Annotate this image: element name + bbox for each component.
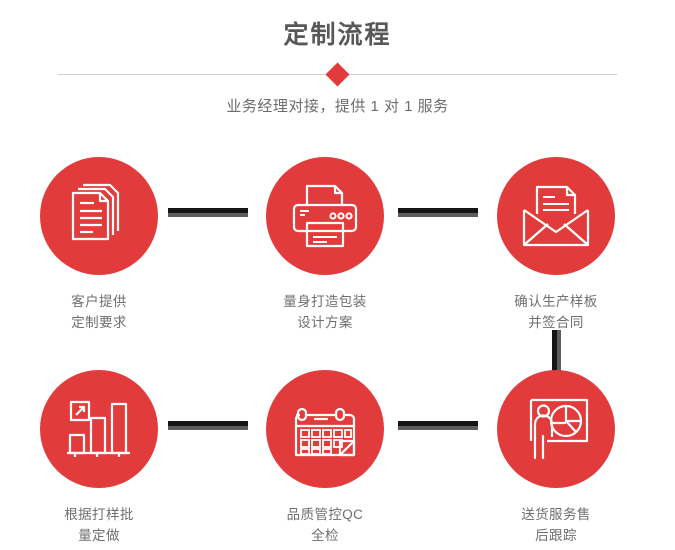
step-1[interactable]: 客户提供 定制要求 [19,157,179,333]
documents-stack-icon [71,183,120,241]
connector-step1-step2 [168,208,248,217]
connector-shadow [168,426,248,430]
step-4-circle[interactable] [40,370,158,488]
diamond-icon [325,61,350,87]
calendar-icon [294,407,356,457]
connector-shadow [168,213,248,217]
step-3[interactable]: 确认生产样板 并签合同 [476,157,636,333]
connector-step5-step6 [398,421,478,430]
step-2-circle[interactable] [266,157,384,275]
connector-shadow [557,330,561,372]
step-6-caption: 送货服务售 后跟踪 [521,507,591,543]
step-3-caption: 确认生产样板 并签合同 [514,294,598,330]
connector-shadow [398,213,478,217]
step-1-circle[interactable] [40,157,158,275]
step-5-caption: 品质管控QC 全检 [286,507,364,543]
printer-icon [292,184,358,248]
bar-chart-growth-icon [67,400,130,457]
connector-step3-step6 [552,330,561,372]
step-4[interactable]: 根据打样批 量定做 [19,370,179,546]
step-1-caption: 客户提供 定制要求 [71,294,127,330]
step-2[interactable]: 量身打造包装 设计方案 [245,157,405,333]
connector-bar [552,330,557,372]
divider [0,61,675,88]
connector-bar [168,421,248,426]
connector-bar [168,208,248,213]
envelope-document-icon [522,185,590,247]
step-3-circle[interactable] [497,157,615,275]
step-2-caption: 量身打造包装 设计方案 [283,294,367,330]
step-6-circle[interactable] [497,370,615,488]
step-5-circle[interactable] [266,370,384,488]
page-subtitle: 业务经理对接，提供 1 对 1 服务 [226,98,449,115]
connector-bar [398,208,478,213]
connector-bar [398,421,478,426]
step-6[interactable]: 送货服务售 后跟踪 [476,370,636,546]
connector-step2-step3 [398,208,478,217]
step-5[interactable]: 品质管控QC 全检 [245,370,405,546]
presenter-pie-chart-icon [529,398,589,460]
header: 定制流程 业务经理对接，提供 1 对 1 服务 [0,0,675,118]
step-4-caption: 根据打样批 量定做 [64,507,134,543]
page-title: 定制流程 [283,21,392,49]
connector-step4-step5 [168,421,248,430]
connector-shadow [398,426,478,430]
